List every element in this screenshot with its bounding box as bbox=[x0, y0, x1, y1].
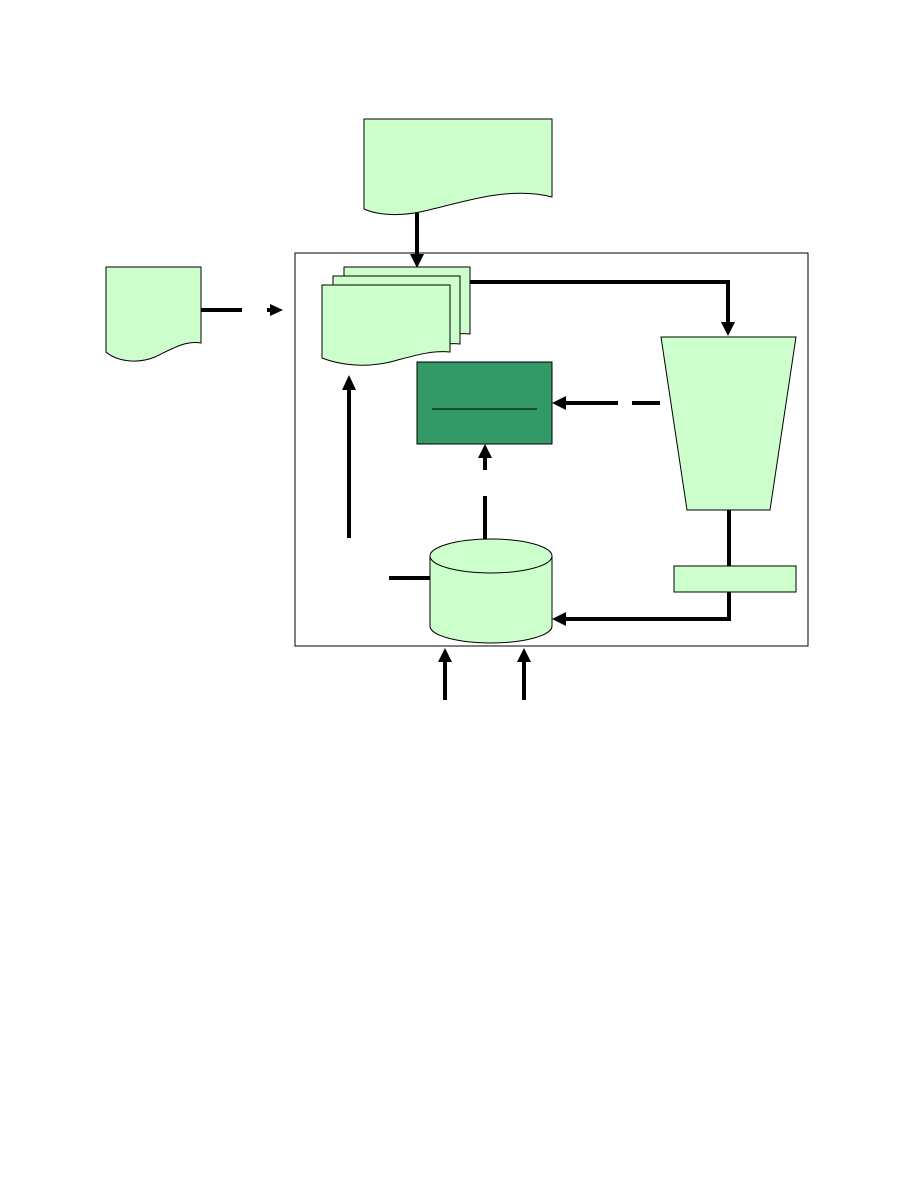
small-bar-node[interactable] bbox=[673, 565, 797, 593]
top-document-node[interactable] bbox=[363, 118, 553, 216]
database-drum-node[interactable] bbox=[429, 538, 553, 644]
trapezoid-operation-node[interactable] bbox=[660, 336, 797, 511]
flow-lines bbox=[201, 213, 735, 700]
process-box-node[interactable] bbox=[416, 361, 553, 445]
left-document-node[interactable] bbox=[105, 266, 202, 362]
document-stack-node[interactable] bbox=[321, 266, 471, 366]
